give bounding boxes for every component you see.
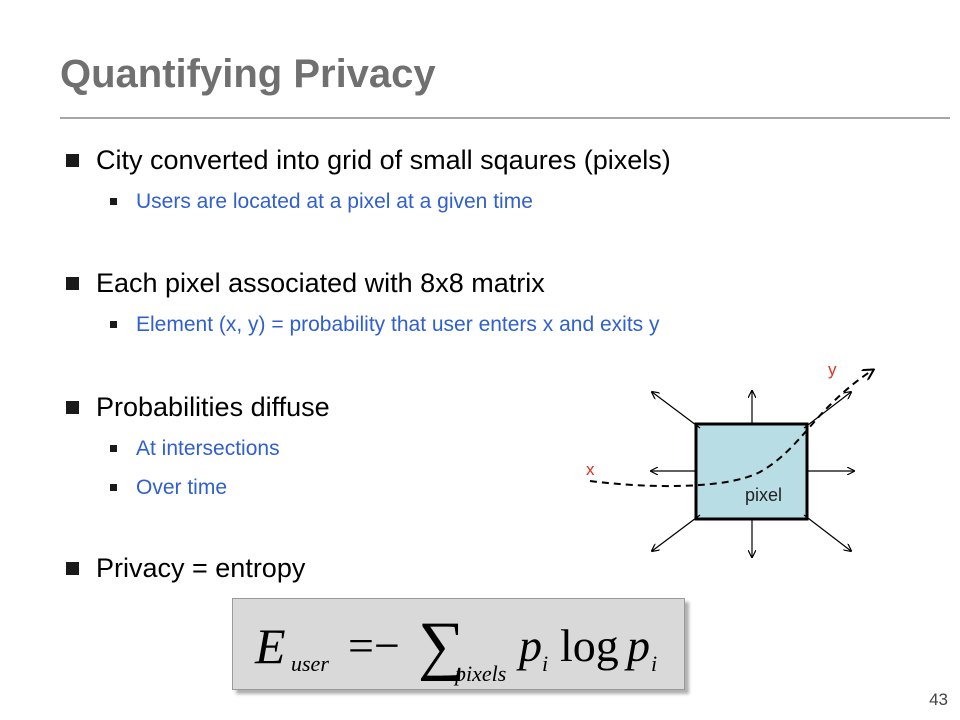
formula-i2: i	[651, 651, 657, 676]
formula-p2: p	[624, 620, 650, 671]
pixel-diagram-svg: pixel x y	[586, 360, 875, 570]
bullet-text: Probabilities diffuse	[96, 392, 330, 422]
formula-log: log	[560, 620, 619, 671]
arrow-sw	[652, 514, 701, 551]
sub-bullet-square-icon	[110, 445, 117, 452]
title-divider	[60, 117, 950, 119]
arrow-nw	[652, 392, 701, 429]
user-trajectory	[589, 370, 873, 488]
pixel-label: pixel	[745, 485, 782, 505]
pixel-diagram: pixel x y	[575, 360, 875, 570]
formula-sigma: ∑	[418, 609, 465, 682]
sub-bullet-text: Users are located at a pixel at a given …	[136, 190, 533, 213]
formula-sigma-subscript: pixels	[453, 661, 506, 686]
formula-p1: p	[516, 620, 542, 671]
bullet-square-icon	[66, 401, 79, 414]
bullet-square-icon	[66, 562, 79, 575]
sub-bullet-text: Element (x, y) = probability that user e…	[136, 313, 660, 336]
sub-bullet-square-icon	[110, 321, 117, 328]
sub-bullet-square-icon	[110, 198, 117, 205]
slide-title: Quantifying Privacy	[60, 52, 436, 96]
arrow-ne	[803, 392, 851, 429]
bullet-text: Each pixel associated with 8x8 matrix	[96, 268, 545, 298]
formula-i1: i	[542, 651, 548, 676]
bullet-text: Privacy = entropy	[96, 553, 306, 583]
sub-bullet-text: At intersections	[136, 437, 280, 460]
formula-equals-minus: =−	[348, 620, 400, 671]
formula-E: E	[254, 618, 286, 674]
bullet-square-icon	[66, 277, 79, 290]
sub-bullet-square-icon	[110, 484, 117, 491]
y-label: y	[828, 360, 837, 379]
sub-bullet-text: Over time	[136, 476, 228, 499]
page-number: 43	[929, 690, 948, 709]
bullet-text: City converted into grid of small sqaure…	[96, 145, 671, 175]
x-label: x	[586, 460, 595, 479]
formula-svg: E user =− ∑ pixels p i log p i	[254, 609, 657, 686]
arrow-se	[803, 514, 851, 551]
entropy-formula: E user =− ∑ pixels p i log p i	[232, 598, 685, 690]
formula-E-subscript: user	[291, 651, 329, 676]
bullet-square-icon	[66, 154, 79, 167]
